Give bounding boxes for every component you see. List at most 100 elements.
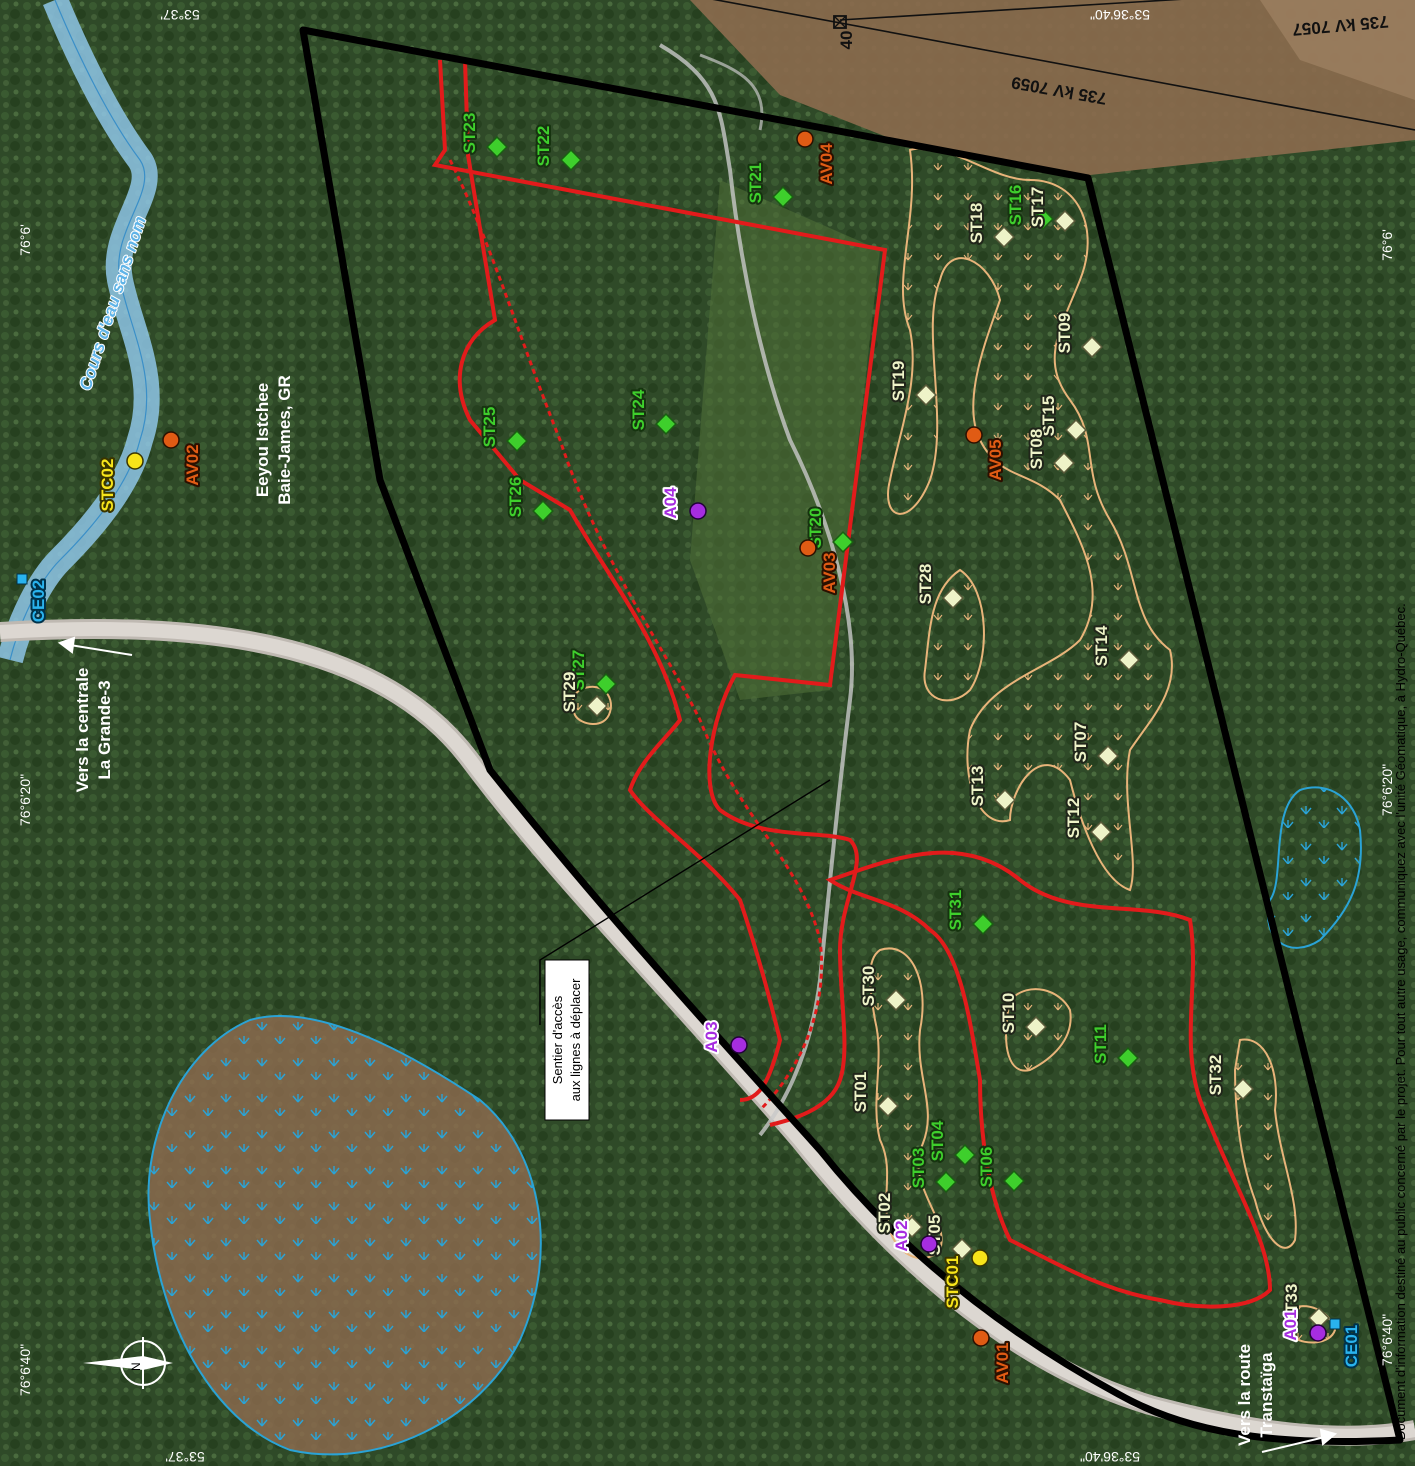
point-label-st31: ST31 <box>946 890 965 931</box>
marsh-outline <box>147 1015 542 1456</box>
point-label-st01: ST01 <box>851 1072 870 1113</box>
point-label-st19: ST19 <box>889 361 908 402</box>
av-marker-av02[interactable] <box>162 431 180 449</box>
station-marker-st19[interactable] <box>915 384 937 406</box>
station-marker-st08[interactable] <box>1053 452 1075 474</box>
point-label-st25: ST25 <box>480 407 499 448</box>
station-marker-st13[interactable] <box>994 789 1016 811</box>
footer-note: Document d'information destiné au public… <box>1393 603 1408 1440</box>
station-marker-st28[interactable] <box>942 587 964 609</box>
point-label-st16: ST16 <box>1006 185 1025 226</box>
station-marker-st23[interactable] <box>486 136 508 158</box>
point-label-st28: ST28 <box>916 564 935 605</box>
station-marker-st02[interactable] <box>901 1216 923 1238</box>
coord-right-1: 76°6' <box>1379 229 1395 261</box>
point-label-st10: ST10 <box>999 993 1018 1034</box>
av-marker-av05[interactable] <box>965 426 983 444</box>
station-marker-st18[interactable] <box>993 226 1015 248</box>
a-marker-a04[interactable] <box>689 502 707 520</box>
stc-marker-stc02[interactable] <box>126 452 144 470</box>
station-marker-st27[interactable] <box>595 673 617 695</box>
station-marker-st05[interactable] <box>951 1238 973 1260</box>
av-marker-av04[interactable] <box>796 130 814 148</box>
point-label-st29: ST29 <box>560 672 579 713</box>
station-marker-st04[interactable] <box>954 1144 976 1166</box>
station-marker-st10[interactable] <box>1025 1016 1047 1038</box>
point-label-st07: ST07 <box>1071 722 1090 763</box>
point-label-st26: ST26 <box>506 477 525 518</box>
station-marker-st01[interactable] <box>877 1095 899 1117</box>
ce-marker-ce02[interactable] <box>16 573 28 585</box>
station-marker-st09[interactable] <box>1081 336 1103 358</box>
point-label-st03: ST03 <box>909 1148 928 1189</box>
station-marker-st29[interactable] <box>586 695 608 717</box>
direction-centrale-2: La Grande-3 <box>95 680 114 779</box>
point-label-st27: ST27 <box>569 650 588 691</box>
point-label-st09: ST09 <box>1055 313 1074 354</box>
point-label-st12: ST12 <box>1064 798 1083 839</box>
station-marker-st30[interactable] <box>885 989 907 1011</box>
point-label-av05: AV05 <box>986 439 1005 480</box>
station-marker-st21[interactable] <box>772 186 794 208</box>
station-marker-st17[interactable] <box>1054 210 1076 232</box>
a-marker-a01[interactable] <box>1309 1324 1327 1342</box>
a-marker-a03[interactable] <box>730 1036 748 1054</box>
coord-top-left: 53°37' <box>160 7 199 23</box>
station-marker-st16[interactable] <box>1032 208 1054 230</box>
point-label-st30: ST30 <box>859 966 878 1007</box>
point-label-st22: ST22 <box>534 126 553 167</box>
point-label-st33: ST33 <box>1282 1284 1301 1325</box>
station-marker-st26[interactable] <box>532 500 554 522</box>
station-marker-st31[interactable] <box>972 913 994 935</box>
station-marker-st03[interactable] <box>935 1171 957 1193</box>
station-marker-st22[interactable] <box>560 149 582 171</box>
point-label-st15: ST15 <box>1039 396 1058 437</box>
point-label-av03: AV03 <box>820 552 839 593</box>
clearing <box>690 180 880 700</box>
bog-area <box>690 0 1415 175</box>
point-label-st08: ST08 <box>1027 429 1046 470</box>
point-label-a04: A04 <box>661 487 680 519</box>
point-label-st21: ST21 <box>746 163 765 204</box>
ce-marker-ce01[interactable] <box>1329 1318 1341 1330</box>
station-marker-st24[interactable] <box>655 413 677 435</box>
station-marker-st20[interactable] <box>832 531 854 553</box>
trail-callout-line-2: aux lignes à déplacer <box>568 978 583 1102</box>
direction-centrale-1: Vers la centrale <box>73 668 92 793</box>
pond <box>1267 786 1362 949</box>
coord-bottom-right: 53°36'40" <box>1080 1449 1140 1465</box>
station-marker-st25[interactable] <box>506 430 528 452</box>
trail-callout-line-1: Sentier d'accès <box>550 995 565 1084</box>
point-label-av02: AV02 <box>183 444 202 485</box>
station-marker-st14[interactable] <box>1118 649 1140 671</box>
station-marker-st33[interactable] <box>1308 1307 1330 1329</box>
svg-text:N: N <box>129 1362 143 1371</box>
station-marker-st15[interactable] <box>1065 419 1087 441</box>
point-label-st14: ST14 <box>1092 625 1111 666</box>
trail-callout: Sentier d'accès aux lignes à déplacer <box>544 959 590 1121</box>
station-marker-st11[interactable] <box>1117 1047 1139 1069</box>
point-label-a01: A01 <box>1281 1309 1300 1340</box>
direction-route-2: Transtaïga <box>1257 1352 1276 1438</box>
coord-right-2: 76°6'20" <box>1379 764 1395 816</box>
station-marker-st06[interactable] <box>1003 1170 1025 1192</box>
a-marker-a02[interactable] <box>920 1235 938 1253</box>
coord-bottom-left: 53°37' <box>165 1449 204 1465</box>
station-marker-st12[interactable] <box>1090 821 1112 843</box>
direction-arrow-icon-2 <box>1261 1428 1338 1453</box>
study-area-boundary <box>299 26 1404 1446</box>
coord-top-right: 53°36'40" <box>1090 7 1150 23</box>
point-label-st18: ST18 <box>967 203 986 244</box>
av-marker-av01[interactable] <box>972 1329 990 1347</box>
power-line-7057 <box>839 0 1182 21</box>
point-label-st20: ST20 <box>806 508 825 549</box>
point-label-st24: ST24 <box>629 389 648 430</box>
point-label-st23: ST23 <box>460 113 479 154</box>
station-marker-st32[interactable] <box>1232 1078 1254 1100</box>
point-label-st02: ST02 <box>875 1193 894 1234</box>
station-marker-st07[interactable] <box>1097 745 1119 767</box>
stc-marker-stc01[interactable] <box>971 1249 989 1267</box>
av-marker-av03[interactable] <box>799 539 817 557</box>
region-label-2: Baie-James, GR <box>275 375 294 504</box>
